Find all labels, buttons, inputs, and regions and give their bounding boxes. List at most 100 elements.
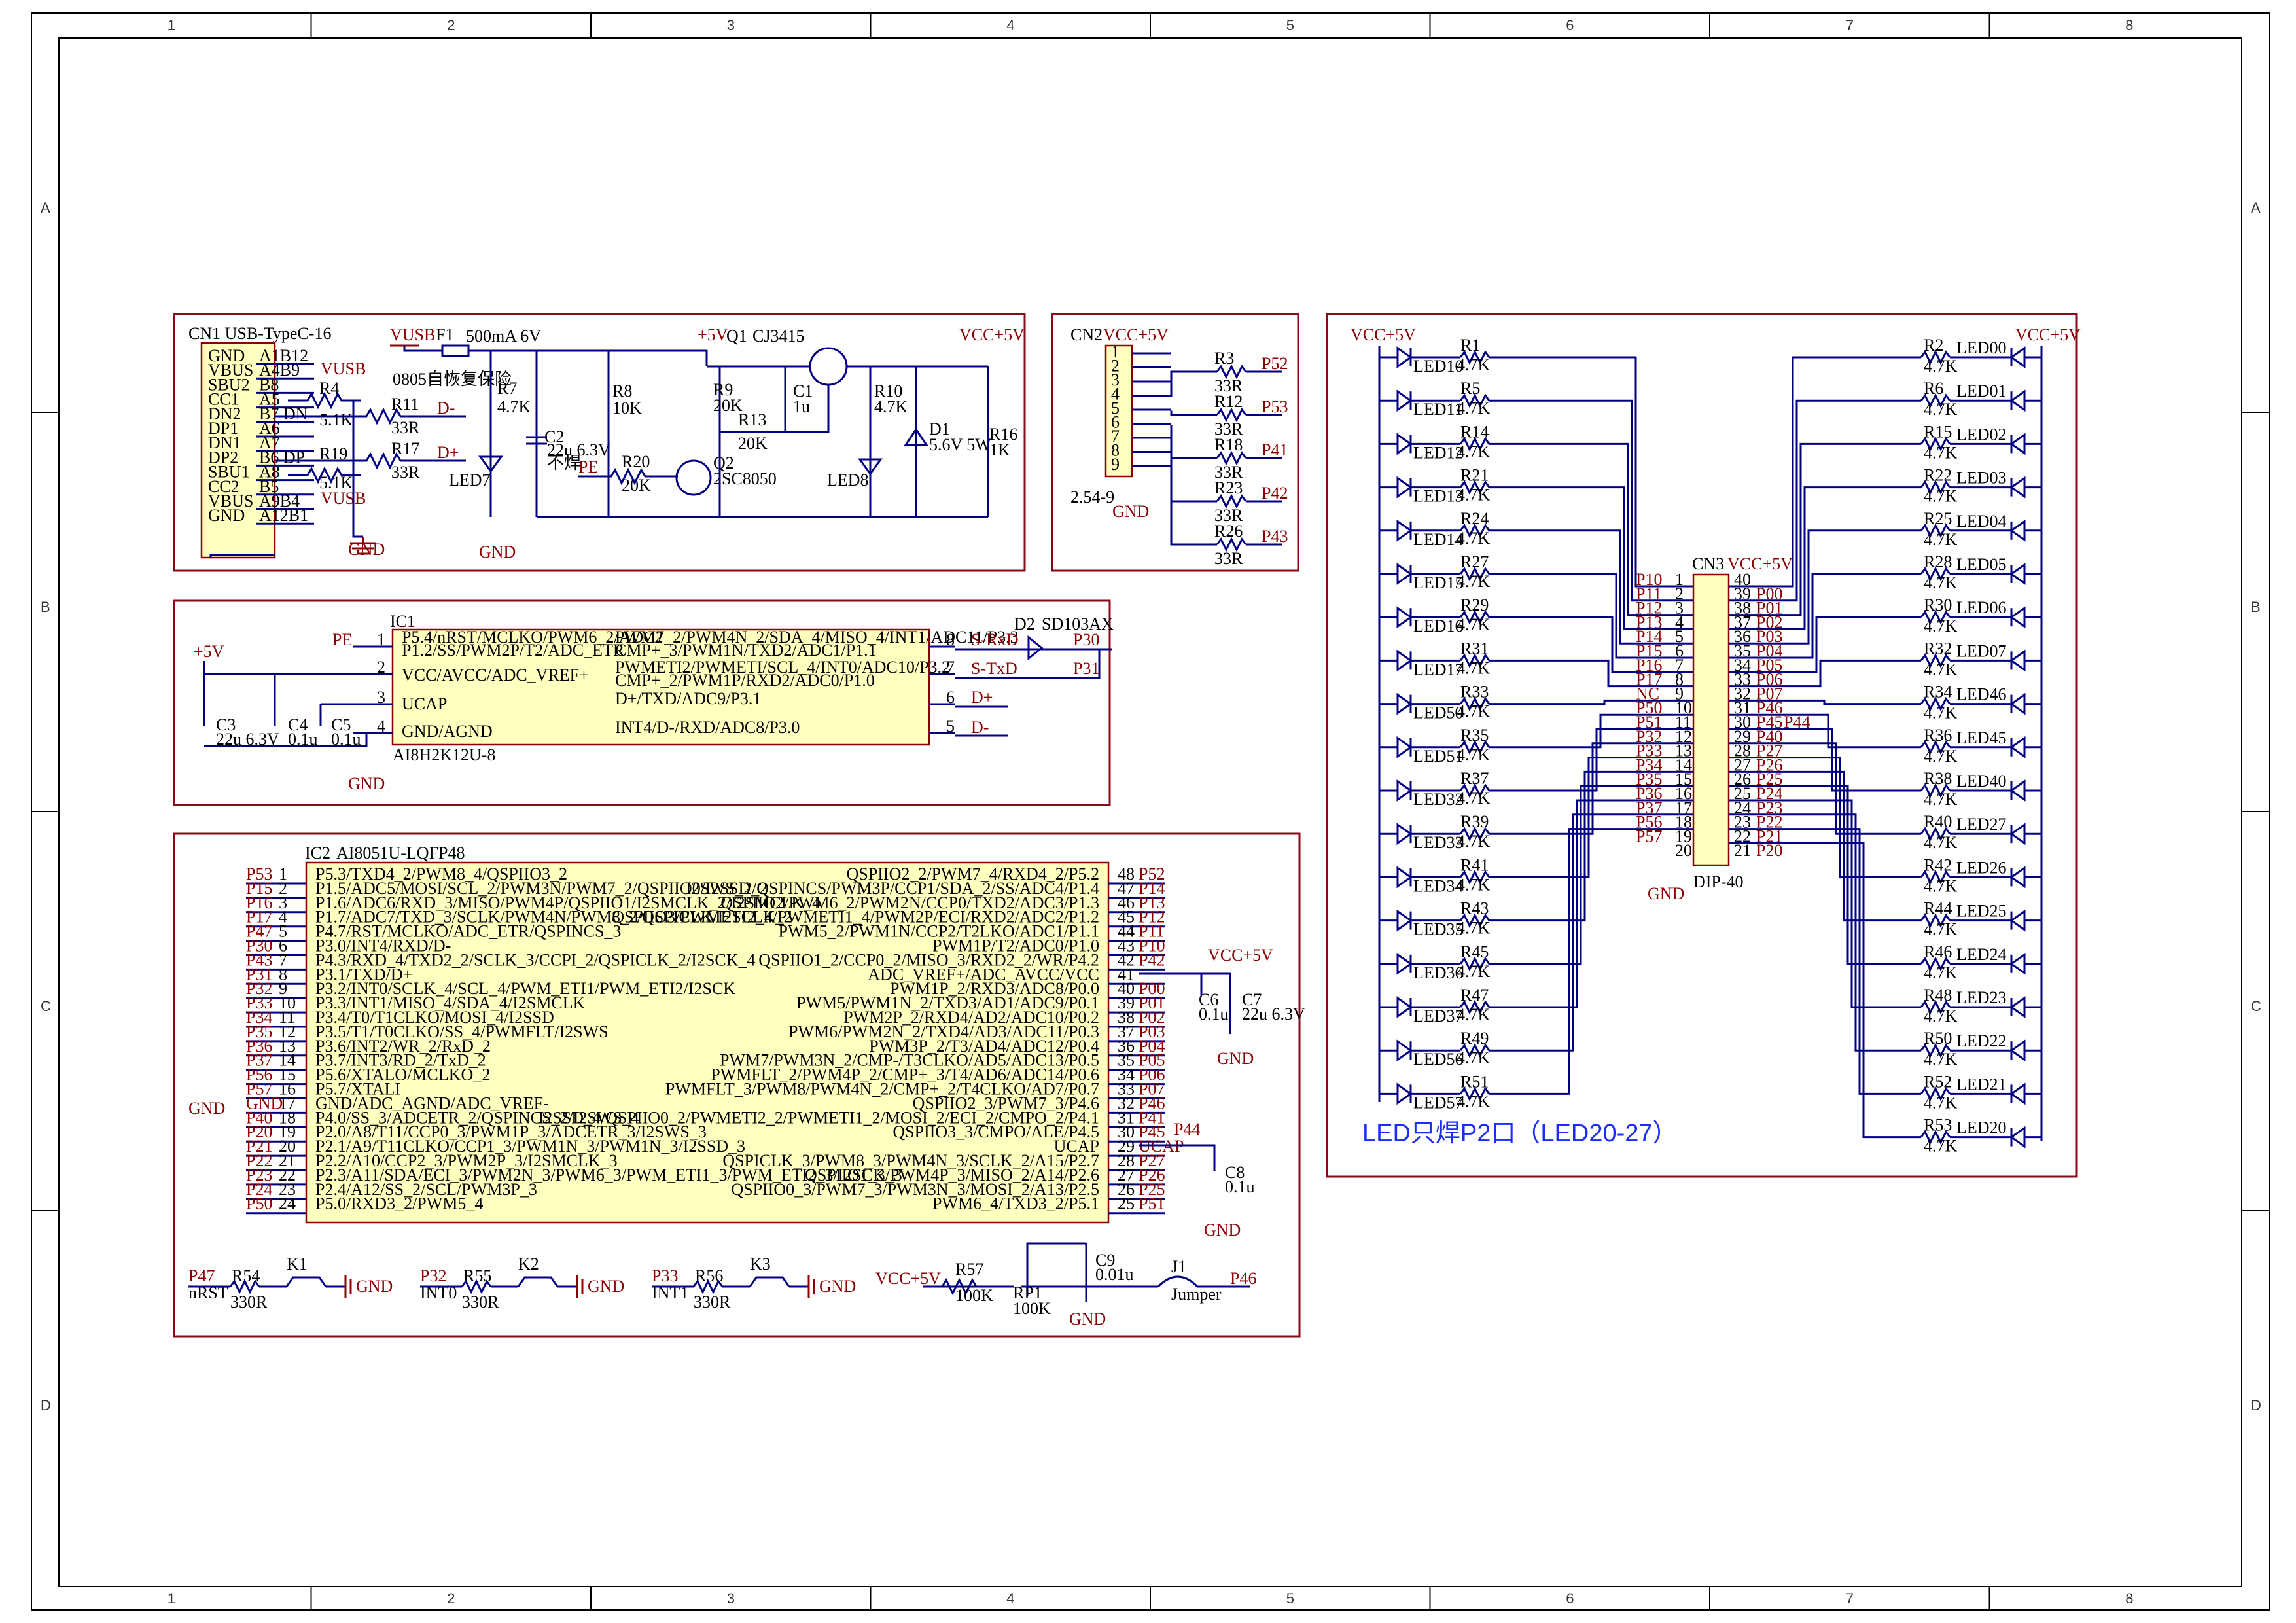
cn1-pin-number: A4B9 [259, 361, 300, 380]
ic2-right-net: P27 [1139, 1151, 1165, 1170]
led-diode [1396, 519, 1413, 542]
led-diode [2009, 1126, 2026, 1149]
ic2-left-net: P36 [246, 1037, 272, 1056]
led-diode [1396, 389, 1413, 412]
ic2-left-pin: P3.2/INT0/SCLK_4/SCL_4/PWM_ETI1/PWM_ETI2… [315, 979, 735, 998]
ic2-right-pin: UCAP [1054, 1137, 1099, 1156]
cn3-left-pin: 4 [1675, 613, 1684, 632]
cn2-ref: CN2 [1070, 325, 1103, 344]
led-label: LED14 [1413, 530, 1464, 549]
led-diode [1396, 476, 1413, 499]
cn1-pin-number: A9B4 [259, 491, 300, 510]
ic2-left-net: P43 [246, 950, 272, 969]
led-label: LED25 [1956, 902, 2007, 921]
cn1-pin-number: B8 [259, 375, 279, 394]
led-resistor-value: 4.7K [1924, 573, 1958, 592]
led-resistor [1459, 913, 1491, 928]
r11-resistor [275, 407, 466, 425]
ic2-left-pin-number: 17 [279, 1094, 296, 1113]
ic2-left-pin-number: 8 [279, 965, 287, 984]
ic2-right-pin-number: 26 [1118, 1180, 1135, 1199]
cn3-left-pin: 8 [1675, 670, 1684, 689]
led-resistor-value: 4.7K [1924, 357, 1958, 376]
led-resistor-value: 4.7K [1924, 616, 1958, 635]
led-resistor-ref: R32 [1924, 639, 1952, 658]
led-resistor-value: 4.7K [1924, 833, 1958, 852]
ic1-right-pin: CMP+_2/PWM1P/RXD2/ADC0/P1.0 [615, 671, 875, 690]
cn1-pin-name: GND [208, 346, 245, 365]
led-resistor-value: 4.7K [1924, 660, 1958, 679]
r7-ref: R7 [497, 379, 517, 398]
ic2-right-pin: PWM3P_2/T3/AD4/ADC12/P0.4 [869, 1037, 1099, 1056]
led-resistor-value: 4.7K [1924, 530, 1958, 549]
led-label: LED23 [1956, 988, 2007, 1007]
led-resistor-ref: R2 [1924, 336, 1943, 355]
cn3-left-pin: 16 [1675, 784, 1692, 803]
led-label: LED34 [1413, 876, 1464, 895]
led-resistor-value: 4.7K [1457, 789, 1491, 808]
grid-col-bottom: 2 [447, 1590, 455, 1607]
r10-value: 4.7K [874, 397, 908, 416]
grid-row-right: B [2251, 599, 2261, 615]
grid-col-bottom: 1 [168, 1590, 175, 1607]
cn3-right-pin: 23 [1734, 813, 1751, 832]
cn2-pin-number: 9 [1111, 455, 1120, 474]
ic2-left-pin-number: 11 [279, 1008, 295, 1027]
led-diode [2009, 692, 2026, 715]
ic2-right-pin-number: 35 [1118, 1051, 1135, 1070]
ic2-left-net: P57 [246, 1080, 272, 1099]
cn3-gnd: GND [1648, 884, 1684, 903]
cn2-pin-number: 1 [1111, 342, 1120, 361]
cn3-left-pin: 13 [1675, 741, 1692, 760]
r13-value: 20K [738, 434, 768, 453]
led7-label: LED7 [449, 471, 491, 490]
ic2-left-net: P33 [246, 993, 272, 1012]
cn2-resistor [1216, 364, 1247, 380]
led-label: LED27 [1956, 815, 2007, 834]
ic2-right-net: P04 [1139, 1037, 1165, 1056]
ic2-left-pin: P3.0/INT4/RXD/D- [315, 936, 451, 955]
ic2-right-pin-number: 34 [1118, 1065, 1135, 1084]
c8-value: 0.1u [1225, 1177, 1255, 1196]
cn2-resistor-value: 33R [1214, 549, 1243, 568]
led-resistor [1459, 523, 1491, 539]
ic2-left-pin: GND/ADC_AGND/ADC_VREF- [315, 1094, 549, 1113]
reset-buttons: P47nRSTR54330RK1GNDP32INT0R55330RK2GNDP3… [188, 1255, 856, 1311]
vusb-flag-2: VUSB [321, 489, 366, 508]
cn3-right-net: P03 [1756, 627, 1782, 646]
led-label: LED20 [1956, 1118, 2007, 1137]
ic2-right-pin-number: 36 [1118, 1037, 1135, 1056]
led-resistor-value: 4.7K [1924, 487, 1958, 506]
led-label: LED32 [1413, 790, 1464, 809]
led-resistor-ref: R38 [1924, 769, 1952, 788]
r57-value: 100K [955, 1286, 993, 1305]
grid-col-bottom: 5 [1286, 1590, 1294, 1607]
ic2-left-pin-number: 14 [279, 1051, 296, 1070]
grid-row-right: A [2251, 200, 2261, 216]
led-resistor [1459, 1043, 1491, 1058]
cn2-pin-number: 4 [1111, 385, 1120, 404]
led-diode [2009, 736, 2026, 758]
ic2-left-pin-number: 16 [279, 1080, 296, 1099]
cn1-pin-number: B7 DN [259, 404, 308, 423]
ic2-left-net: P24 [246, 1180, 272, 1199]
ic2-right-pin-number: 39 [1118, 993, 1135, 1012]
led-resistor [1920, 523, 1951, 539]
ic1-left-pin: P1.2/SS/PWM2P/T2/ADC_ETR [402, 641, 625, 660]
grid-row-right: D [2251, 1397, 2261, 1414]
led-label: LED07 [1956, 641, 2007, 660]
dminus-net: D- [437, 399, 455, 418]
r19-value: 5.1K [319, 473, 353, 492]
led-diode [2009, 909, 2026, 932]
led-label: LED56 [1413, 1050, 1464, 1069]
grid-row-left: A [41, 200, 50, 216]
led-resistor-value: 4.7K [1457, 832, 1491, 851]
led-label: LED51 [1413, 747, 1464, 766]
d1-zener [904, 427, 928, 446]
r4-resistor [288, 391, 361, 410]
ic2-left-net: P31 [246, 965, 272, 984]
j1-p46: P46 [1230, 1269, 1256, 1288]
ic2-right-pin-number: 41 [1118, 965, 1135, 984]
